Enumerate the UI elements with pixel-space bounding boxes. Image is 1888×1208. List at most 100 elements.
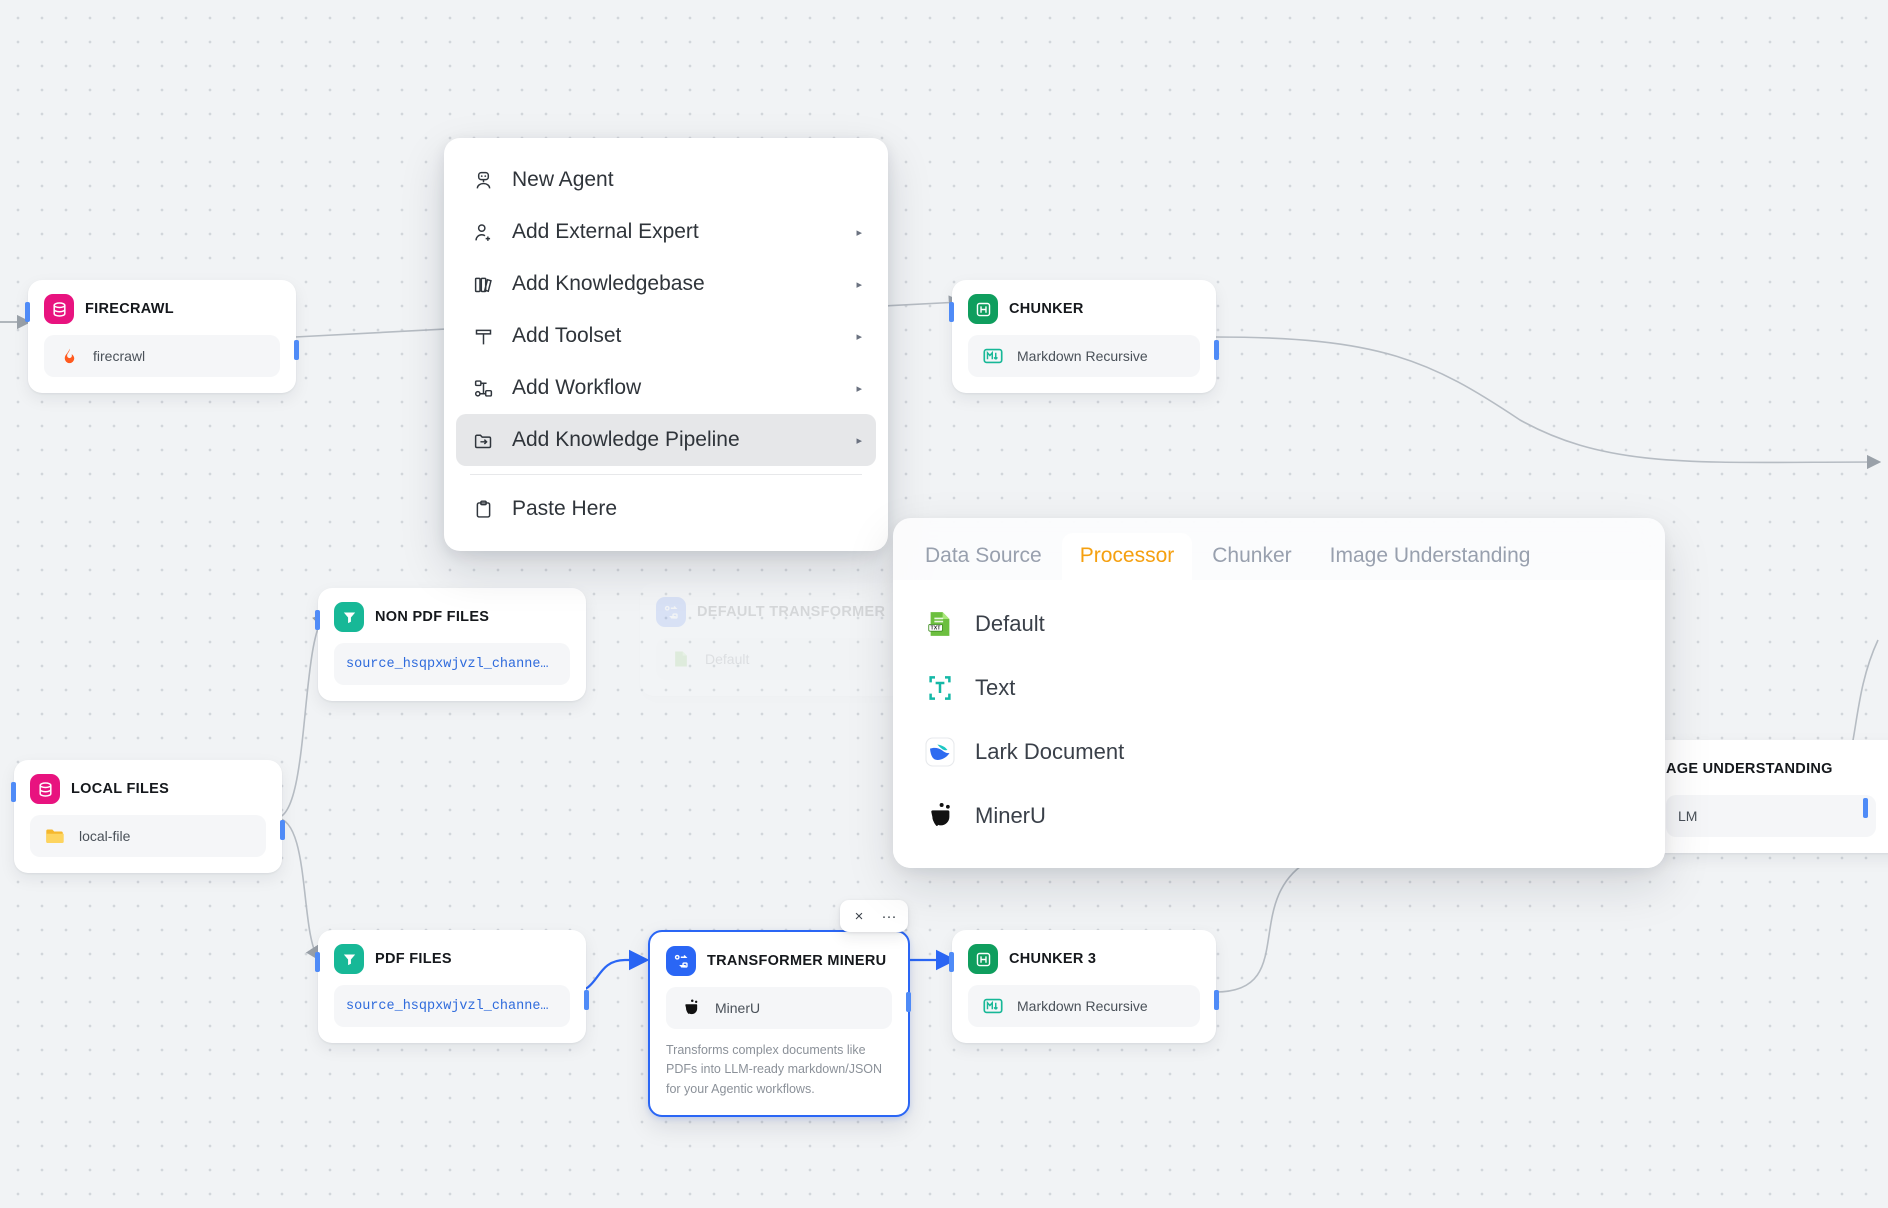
node-header: DEFAULT TRANSFORMER [656, 597, 892, 627]
pipeline-icon [472, 429, 494, 451]
menu-item-label: New Agent [512, 168, 614, 191]
tab-image-understanding[interactable]: Image Understanding [1329, 544, 1531, 567]
transform-icon [666, 946, 696, 976]
node-input-port[interactable] [315, 952, 320, 972]
processor-option-text[interactable]: Text [893, 656, 1665, 720]
node-input-port[interactable] [25, 302, 30, 322]
node-output-port[interactable] [280, 820, 285, 840]
menu-item-add-external-expert[interactable]: Add External Expert ▸ [456, 206, 876, 258]
node-title: FIRECRAWL [85, 301, 174, 317]
submenu-tabs[interactable]: Data Source Processor Chunker Image Unde… [893, 518, 1665, 580]
mineru-icon [923, 799, 957, 833]
menu-item-add-knowledge-pipeline[interactable]: Add Knowledge Pipeline ▸ [456, 414, 876, 466]
node-title: PDF FILES [375, 951, 452, 967]
text-brackets-icon [923, 671, 957, 705]
node-config-label: local-file [79, 828, 131, 844]
node-config-row[interactable]: local-file [30, 815, 266, 857]
node-output-port[interactable] [1214, 340, 1219, 360]
node-output-port[interactable] [294, 340, 299, 360]
menu-item-new-agent[interactable]: New Agent [456, 154, 876, 206]
node-output-port[interactable] [584, 990, 589, 1010]
submenu-arrow-icon: ▸ [856, 226, 862, 239]
node-config-row[interactable]: Markdown Recursive [968, 985, 1200, 1027]
node-config-row[interactable]: source_hsqpxwjvzl_channe… [334, 643, 570, 685]
node-transformer-mineru[interactable]: TRANSFORMER MINERU MinerU Transforms com… [648, 930, 911, 1118]
database-icon [44, 294, 74, 324]
submenu-arrow-icon: ▸ [856, 382, 862, 395]
node-title: CHUNKER 3 [1009, 951, 1097, 967]
node-config-label: Markdown Recursive [1017, 348, 1148, 364]
node-local-files[interactable]: LOCAL FILES local-file [11, 760, 285, 873]
filter-icon [334, 944, 364, 974]
node-input-port[interactable] [11, 782, 16, 802]
mineru-icon [678, 995, 704, 1021]
node-title: LOCAL FILES [71, 781, 170, 797]
node-header: TRANSFORMER MINERU [666, 946, 892, 976]
flame-icon [56, 343, 82, 369]
knowledge-pipeline-submenu[interactable]: Data Source Processor Chunker Image Unde… [893, 518, 1665, 868]
menu-item-add-toolset[interactable]: Add Toolset ▸ [456, 310, 876, 362]
submenu-arrow-icon: ▸ [856, 330, 862, 343]
svg-text:TXT: TXT [931, 626, 942, 632]
node-config-row[interactable]: LM [1666, 795, 1876, 837]
node-title: CHUNKER [1009, 301, 1084, 317]
node-action-toolbar[interactable]: × ··· [840, 900, 908, 932]
node-input-port[interactable] [949, 952, 954, 972]
processor-option-label: Default [975, 611, 1045, 636]
node-output-port[interactable] [1214, 990, 1219, 1010]
processor-option-mineru[interactable]: MinerU [893, 784, 1665, 848]
tab-data-source[interactable]: Data Source [925, 544, 1042, 567]
clipboard-icon [472, 498, 494, 520]
menu-item-add-workflow[interactable]: Add Workflow ▸ [456, 362, 876, 414]
node-config-row[interactable]: MinerU [666, 987, 892, 1029]
node-non-pdf-files[interactable]: NON PDF FILES source_hsqpxwjvzl_channe… [315, 588, 586, 701]
node-config-row[interactable]: source_hsqpxwjvzl_channe… [334, 985, 570, 1027]
node-title: AGE UNDERSTANDING [1666, 761, 1833, 777]
node-image-understanding[interactable]: AGE UNDERSTANDING LM [1650, 740, 1888, 853]
node-pdf-files[interactable]: PDF FILES source_hsqpxwjvzl_channe… [315, 930, 589, 1043]
processor-option-label: Text [975, 675, 1016, 700]
node-output-port[interactable] [906, 992, 911, 1012]
node-config-label: LM [1678, 808, 1698, 824]
tab-processor[interactable]: Processor [1061, 533, 1193, 580]
node-header: CHUNKER 3 [968, 944, 1200, 974]
context-menu[interactable]: New Agent Add External Expert ▸ Add Know… [444, 138, 888, 551]
node-input-port[interactable] [315, 610, 320, 630]
node-header: NON PDF FILES [334, 602, 570, 632]
processor-option-default[interactable]: TXT Default [893, 592, 1665, 656]
node-chunker-3[interactable]: CHUNKER 3 Markdown Recursive [949, 930, 1219, 1043]
robot-icon [472, 169, 494, 191]
markdown-icon [980, 343, 1006, 369]
menu-item-paste-here[interactable]: Paste Here [456, 483, 876, 535]
menu-item-label: Add Knowledge Pipeline [512, 428, 740, 451]
node-title: TRANSFORMER MINERU [707, 953, 887, 969]
node-header: PDF FILES [334, 944, 570, 974]
lark-icon [923, 735, 957, 769]
transform-icon [656, 597, 686, 627]
processor-option-label: Lark Document [975, 739, 1125, 764]
menu-item-label: Add External Expert [512, 220, 699, 243]
node-output-port[interactable] [1863, 798, 1868, 818]
markdown-icon [980, 993, 1006, 1019]
more-options-icon[interactable]: ··· [881, 907, 897, 925]
node-config-row[interactable]: firecrawl [44, 335, 280, 377]
close-icon[interactable]: × [854, 907, 864, 925]
hammer-icon [472, 325, 494, 347]
processor-option-lark-document[interactable]: Lark Document [893, 720, 1665, 784]
node-input-port[interactable] [949, 302, 954, 322]
node-config-label: Default [705, 651, 750, 667]
menu-item-add-knowledgebase[interactable]: Add Knowledgebase ▸ [456, 258, 876, 310]
node-config-row[interactable]: Markdown Recursive [968, 335, 1200, 377]
node-title: NON PDF FILES [375, 609, 490, 625]
node-config-label: firecrawl [93, 348, 146, 364]
node-chunker[interactable]: CHUNKER Markdown Recursive [949, 280, 1219, 393]
node-header: CHUNKER [968, 294, 1200, 324]
node-header: LOCAL FILES [30, 774, 266, 804]
node-config-label: MinerU [715, 1000, 761, 1016]
menu-item-label: Add Workflow [512, 376, 642, 399]
node-firecrawl[interactable]: FIRECRAWL firecrawl [25, 280, 299, 393]
node-config-label: Markdown Recursive [1017, 998, 1148, 1014]
txt-icon [668, 646, 694, 672]
tab-chunker[interactable]: Chunker [1212, 544, 1292, 567]
workflow-icon [472, 377, 494, 399]
